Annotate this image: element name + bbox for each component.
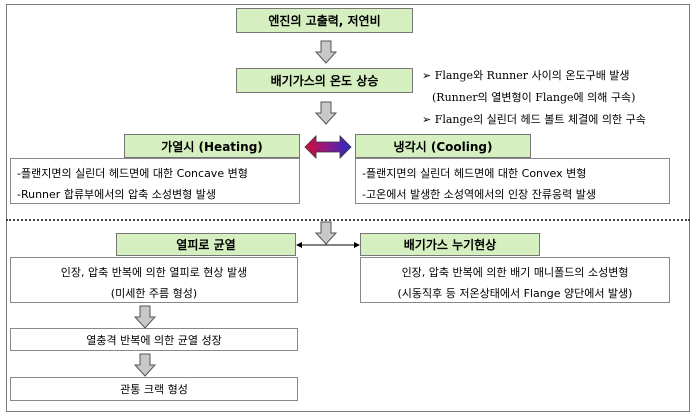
exhaust-temp-label: 배기가스의 온도 상승	[270, 74, 379, 88]
cooling-detail-line-1: -플랜지면의 실린더 헤드면에 대한 Convex 변형	[362, 167, 587, 180]
heating-title-box: 가열시 (Heating)	[124, 134, 300, 158]
down-arrow-icon	[314, 40, 338, 64]
engine-output-box: 엔진의 고출력, 저연비	[236, 8, 413, 33]
fatigue-detail-line-1: 인장, 압축 반복에 의한 열피로 현상 발생	[60, 266, 248, 279]
exhaust-temp-box: 배기가스의 온도 상승	[236, 68, 413, 93]
bullet-arrow-icon: ➢	[422, 69, 432, 82]
leak-detail-line-1: 인장, 압축 반복에 의한 배기 매니폴드의 소성변형	[401, 266, 629, 279]
note-runner-constraint: (Runner의 열변형이 Flange에 의해 구속)	[432, 91, 636, 104]
down-arrow-icon	[314, 221, 338, 245]
cooling-title-box: 냉각시 (Cooling)	[355, 134, 531, 158]
leak-title: 배기가스 누기현상	[403, 238, 497, 252]
note-temperature-gradient: ➢ Flange와 Runner 사이의 온도구배 발생	[422, 69, 630, 82]
down-arrow-icon	[133, 305, 157, 329]
note-bolt-constraint: ➢ Flange의 실린더 헤드 볼트 체결에 의한 구속	[422, 113, 646, 126]
through-crack-label: 관통 크랙 형성	[120, 383, 188, 396]
branch-arrow-icon	[296, 242, 360, 248]
bullet-arrow-icon: ➢	[422, 113, 432, 126]
double-arrow-icon	[304, 135, 352, 159]
down-arrow-icon	[133, 353, 157, 377]
cooling-detail-box: -플랜지면의 실린더 헤드면에 대한 Convex 변형 -고온에서 발생한 소…	[355, 158, 670, 204]
diagram-frame	[6, 4, 690, 412]
through-crack-box: 관통 크랙 형성	[10, 377, 298, 401]
cooling-detail-line-2: -고온에서 발생한 소성역에서의 인장 잔류응력 발생	[362, 188, 596, 201]
heating-detail-line-2: -Runner 합류부에서의 압축 소성변형 발생	[17, 188, 216, 201]
fatigue-detail-box: 인장, 압축 반복에 의한 열피로 현상 발생 (미세한 주름 형성)	[10, 257, 298, 303]
leak-title-box: 배기가스 누기현상	[360, 233, 540, 256]
leak-detail-line-2: (시동직후 등 저온상태에서 Flange 양단에서 발생)	[397, 287, 633, 300]
crack-growth-label: 열충격 반복에 의한 균열 성장	[86, 333, 222, 347]
heating-detail-box: -플랜지면의 실린더 헤드면에 대한 Concave 변형 -Runner 합류…	[10, 158, 300, 204]
crack-growth-box: 열충격 반복에 의한 균열 성장	[10, 328, 298, 351]
leak-detail-box: 인장, 압축 반복에 의한 배기 매니폴드의 소성변형 (시동직후 등 저온상태…	[360, 257, 670, 303]
heating-detail-line-1: -플랜지면의 실린더 헤드면에 대한 Concave 변형	[17, 167, 248, 180]
down-arrow-icon	[314, 101, 338, 125]
fatigue-title-box: 열피로 균열	[116, 233, 296, 256]
section-divider	[6, 219, 690, 221]
fatigue-title: 열피로 균열	[176, 238, 236, 252]
engine-output-label: 엔진의 고출력, 저연비	[268, 14, 381, 28]
heating-title: 가열시 (Heating)	[161, 139, 263, 154]
fatigue-detail-line-2: (미세한 주름 형성)	[110, 287, 198, 300]
cooling-title: 냉각시 (Cooling)	[393, 139, 493, 154]
